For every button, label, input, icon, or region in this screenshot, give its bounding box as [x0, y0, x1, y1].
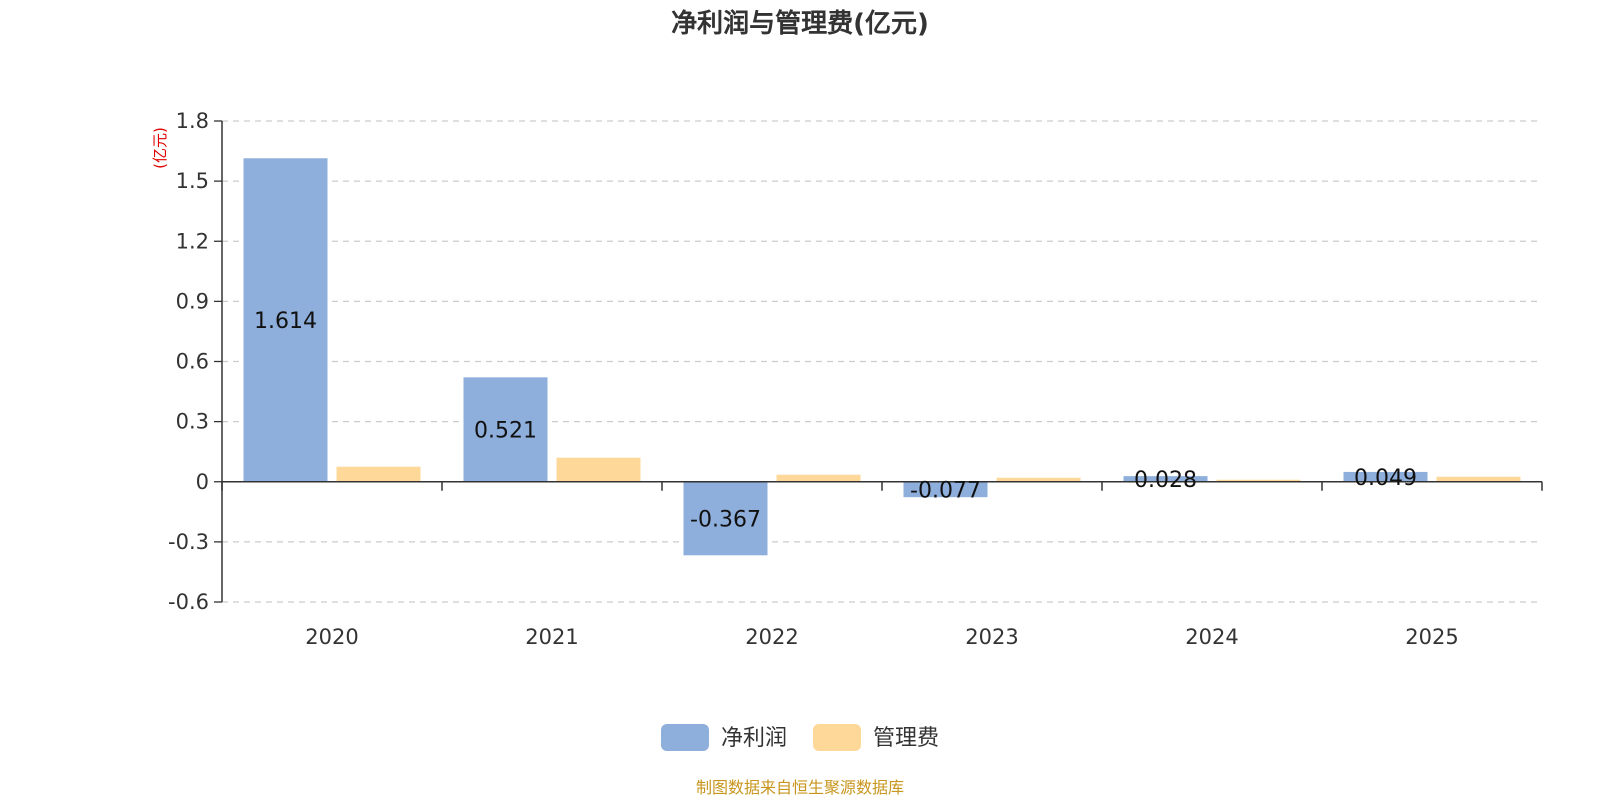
bar-net-profit-2023: [903, 481, 988, 498]
data-label-2025: 0.049: [1354, 466, 1417, 491]
y-tick-label: 0.9: [176, 289, 209, 313]
x-tick-label: 2021: [525, 625, 578, 649]
bar-net-profit-2021: [463, 377, 548, 482]
axes: 1.8 1.5 1.2 0.9 0.6 0.3 0 -0.3 -0.6 2020 2021 2022 2…: [168, 109, 1543, 649]
legend-label-1: 管理费: [873, 726, 939, 751]
bars: [243, 158, 1521, 556]
y-tick-label: -0.3: [168, 530, 209, 554]
y-tick-label: 0.6: [176, 350, 209, 374]
y-tick-label: -0.6: [168, 590, 209, 614]
x-tick-label: 2025: [1405, 625, 1458, 649]
data-label-2023: -0.077: [910, 478, 981, 503]
bar-admin-expense-2022: [776, 474, 861, 482]
y-tick-label: 1.5: [176, 169, 209, 193]
data-source-note: 制图数据来自恒生聚源数据库: [696, 778, 904, 797]
legend-swatch-1: [813, 724, 861, 751]
y-tick-label: 0.3: [176, 410, 209, 434]
x-tick-label: 2024: [1185, 625, 1238, 649]
grid-lines: [222, 120, 1542, 603]
x-tick-label: 2020: [305, 625, 358, 649]
bar-net-profit-2025: [1343, 471, 1428, 482]
x-tick-label: 2023: [965, 625, 1018, 649]
bar-admin-expense-2020: [336, 466, 421, 482]
chart-title: 净利润与管理费(亿元): [671, 8, 929, 39]
data-label-2021: 0.521: [474, 419, 537, 444]
bar-admin-expense-2024: [1216, 479, 1301, 482]
data-label-2022: -0.367: [690, 508, 761, 533]
y-tick-label: 1.8: [176, 109, 209, 133]
y-tick-label: 1.2: [176, 229, 209, 253]
data-label-2024: 0.028: [1134, 468, 1197, 493]
bar-net-profit-2024: [1123, 476, 1208, 482]
bar-admin-expense-2025: [1436, 476, 1521, 482]
data-labels: 1.614 0.521 -0.367 -0.077 0.028 0.049: [254, 309, 1417, 533]
legend: 净利润 管理费: [661, 724, 939, 751]
x-tick-label: 2022: [745, 625, 798, 649]
legend-swatch-0: [661, 724, 709, 751]
data-label-2020: 1.614: [254, 309, 317, 334]
bar-admin-expense-2021: [556, 457, 641, 482]
legend-label-0: 净利润: [721, 726, 787, 751]
y-tick-label: 0: [196, 470, 209, 494]
bar-net-profit-2022: [683, 481, 768, 556]
y-axis-unit-label: (亿元): [151, 127, 169, 169]
bar-net-profit-2020: [243, 158, 328, 482]
bar-admin-expense-2023: [996, 477, 1081, 482]
